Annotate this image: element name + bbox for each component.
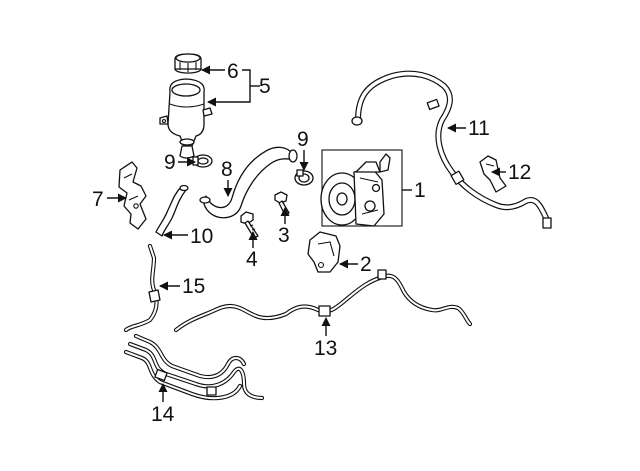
power-steering-pump [320, 153, 391, 227]
small-return-hose [155, 184, 189, 237]
cooler-line-assembly [123, 333, 265, 401]
hose-clamp-right [294, 169, 314, 186]
pump-bracket [307, 231, 341, 273]
pressure-hose [351, 70, 552, 229]
callout-14: 14 [151, 403, 175, 426]
bolt-4 [240, 211, 259, 239]
callout-5: 5 [259, 75, 271, 98]
callout-2: 2 [360, 253, 372, 276]
suction-hose [199, 146, 298, 219]
callout-12: 12 [508, 161, 531, 184]
callout-1: 1 [414, 179, 426, 202]
callout-4: 4 [246, 248, 258, 271]
pump-outline-box [321, 149, 403, 227]
hydraulic-line-15 [123, 243, 161, 333]
callout-9b: 9 [297, 128, 309, 151]
reservoir [159, 78, 213, 159]
bolt-3 [274, 191, 290, 216]
bracket-12 [479, 155, 507, 193]
callout-3: 3 [278, 224, 290, 247]
callout-15: 15 [182, 275, 205, 298]
callout-7: 7 [92, 188, 104, 211]
bracket-left [118, 161, 147, 230]
callout-9a: 9 [164, 151, 176, 174]
hose-clamp-left [192, 154, 213, 168]
callout-10: 10 [190, 225, 213, 248]
callout-8: 8 [221, 158, 233, 181]
reservoir-cap [174, 53, 202, 74]
return-line-13 [173, 269, 473, 333]
callout-6: 6 [227, 60, 239, 83]
callout-11: 11 [468, 117, 490, 140]
callout-13: 13 [314, 337, 337, 360]
